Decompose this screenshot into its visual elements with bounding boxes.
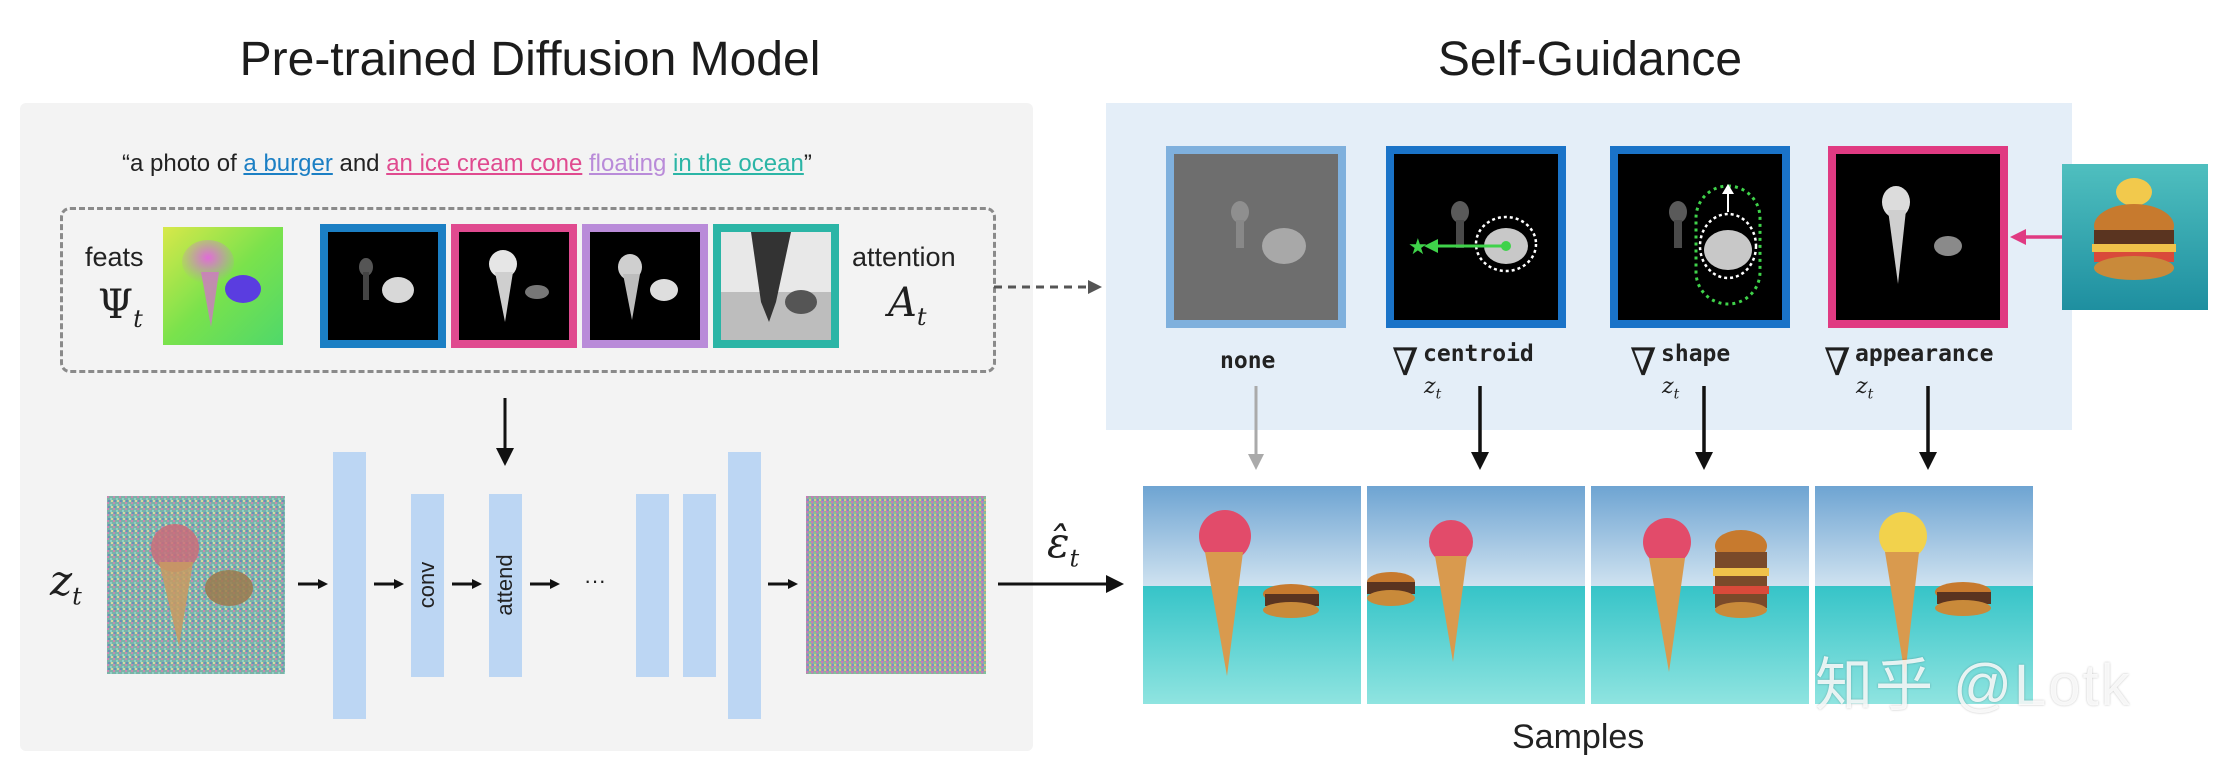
noisy-input-image xyxy=(107,496,285,674)
sample-image-none xyxy=(1143,486,1361,704)
z-glyph: z xyxy=(50,556,73,605)
epsilon-output-symbol: ε̂t xyxy=(1047,518,1079,572)
attention-map-icecream xyxy=(451,224,577,348)
conv-label: conv xyxy=(414,561,439,609)
predicted-noise-image xyxy=(806,496,986,674)
features-attention-box xyxy=(60,207,996,373)
epsilon-glyph: ε̂ xyxy=(1047,518,1070,567)
nabla-glyph-shape: ∇ xyxy=(1630,340,1657,384)
unet-block-3 xyxy=(683,494,716,677)
prompt-close: ” xyxy=(803,150,812,177)
conv-block xyxy=(411,494,444,677)
token-floating: floating xyxy=(588,150,667,177)
feats-label: feats xyxy=(85,242,144,272)
attention-map-floating xyxy=(582,224,708,348)
attention-map-ocean xyxy=(713,224,839,348)
guidance-none-map xyxy=(1166,146,1346,328)
shape-t: t xyxy=(1673,386,1680,403)
guidance-shape-map xyxy=(1610,146,1790,328)
attention-label: attention xyxy=(852,242,956,272)
prompt-and: and xyxy=(332,150,387,177)
centroid-z: z xyxy=(1424,374,1436,399)
sample-image-shape xyxy=(1591,486,1809,704)
centroid-text: centroid xyxy=(1423,341,1534,367)
token-icecream: an ice cream cone xyxy=(386,150,583,177)
unet-block-2 xyxy=(636,494,669,677)
nabla-glyph-appearance: ∇ xyxy=(1824,340,1851,384)
left-title: Pre-trained Diffusion Model xyxy=(239,33,821,86)
token-burger: a burger xyxy=(243,150,333,177)
attention-symbol: At xyxy=(888,280,927,331)
prompt-open: “a photo of xyxy=(122,150,244,177)
centroid-label: ∇ centroid zt xyxy=(1392,340,1534,402)
reference-burger-image xyxy=(2062,164,2208,310)
sample-image-centroid xyxy=(1367,486,1585,704)
psi-glyph: Ψ xyxy=(98,282,134,328)
attend-block xyxy=(489,494,522,677)
nabla-glyph-centroid: ∇ xyxy=(1392,340,1419,384)
feats-subscript: t xyxy=(133,305,143,333)
appearance-label: ∇ appearance zt xyxy=(1824,340,1994,402)
epsilon-subscript: t xyxy=(1069,544,1080,573)
svg-text:★: ★ xyxy=(1408,235,1428,260)
appearance-text: appearance xyxy=(1855,341,1994,367)
none-label: none xyxy=(1220,348,1276,374)
right-title: Self-Guidance xyxy=(1437,33,1743,86)
attend-label: attend xyxy=(492,554,517,616)
prompt-text: “a photo of a burger and an ice cream co… xyxy=(122,150,812,178)
unet-block-1 xyxy=(333,452,366,719)
unet-block-4 xyxy=(728,452,761,719)
attention-subscript: t xyxy=(916,303,927,331)
a-glyph: A xyxy=(888,280,917,326)
ellipsis: ··· xyxy=(584,568,606,593)
shape-subscript: zt xyxy=(1662,374,1679,402)
feature-map-image xyxy=(163,227,283,345)
input-subscript: t xyxy=(72,582,82,611)
feats-symbol: Ψt xyxy=(98,282,143,333)
guidance-centroid-map: ★ xyxy=(1386,146,1566,328)
input-latent-symbol: zt xyxy=(50,556,82,610)
appearance-z: z xyxy=(1856,374,1868,399)
appearance-subscript: zt xyxy=(1856,374,1873,402)
samples-caption: Samples xyxy=(1512,718,1645,756)
token-ocean: in the ocean xyxy=(673,150,804,177)
appearance-t: t xyxy=(1867,386,1874,403)
centroid-t: t xyxy=(1435,386,1442,403)
shape-text: shape xyxy=(1661,341,1731,367)
guidance-appearance-map xyxy=(1828,146,2008,328)
watermark-text: 知乎 @Lotk xyxy=(1815,653,2132,718)
shape-z: z xyxy=(1662,374,1674,399)
sample-image-appearance xyxy=(1815,486,2033,704)
centroid-subscript: zt xyxy=(1424,374,1441,402)
attention-map-burger xyxy=(320,224,446,348)
shape-label: ∇ shape zt xyxy=(1630,340,1731,402)
